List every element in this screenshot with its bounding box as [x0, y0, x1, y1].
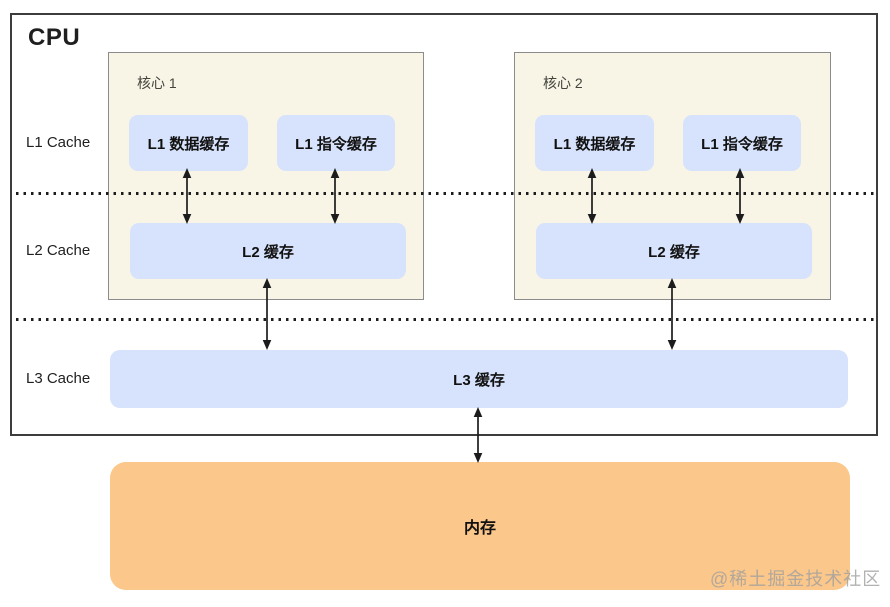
arrow-core1-l2-l3-icon — [260, 278, 274, 350]
cpu-title: CPU — [28, 24, 81, 51]
core-2-l1-data-cache: L1 数据缓存 — [535, 115, 654, 171]
core-1-box: 核心 1 L1 数据缓存 L1 指令缓存 L2 缓存 — [108, 52, 424, 300]
arrow-core1-l1data-l2-icon — [180, 168, 194, 224]
core-1-l2-cache: L2 缓存 — [130, 223, 406, 279]
arrow-core2-l2-l3-icon — [665, 278, 679, 350]
core-1-l1-data-cache: L1 数据缓存 — [129, 115, 248, 171]
core-2-l1-instruction-cache: L1 指令缓存 — [683, 115, 801, 171]
core-1-l1-instruction-cache: L1 指令缓存 — [277, 115, 395, 171]
arrow-core2-l1data-l2-icon — [585, 168, 599, 224]
dotted-divider-l2-l3 — [16, 318, 876, 321]
core-2-box: 核心 2 L1 数据缓存 L1 指令缓存 L2 缓存 — [514, 52, 831, 300]
core-2-title: 核心 2 — [543, 75, 583, 91]
arrow-core2-l1instr-l2-icon — [733, 168, 747, 224]
core-2-l2-cache: L2 缓存 — [536, 223, 812, 279]
label-l2-cache: L2 Cache — [26, 242, 91, 259]
label-l1-cache: L1 Cache — [26, 134, 91, 151]
arrow-core1-l1instr-l2-icon — [328, 168, 342, 224]
arrow-l3-memory-icon — [471, 407, 485, 463]
label-l3-cache: L3 Cache — [26, 370, 91, 387]
dotted-divider-l1-l2 — [16, 192, 876, 195]
core-1-title: 核心 1 — [137, 75, 177, 91]
watermark: @稀土掘金技术社区 — [710, 569, 882, 589]
l3-cache-box: L3 缓存 — [110, 350, 848, 408]
memory-box: 内存 — [110, 462, 850, 590]
